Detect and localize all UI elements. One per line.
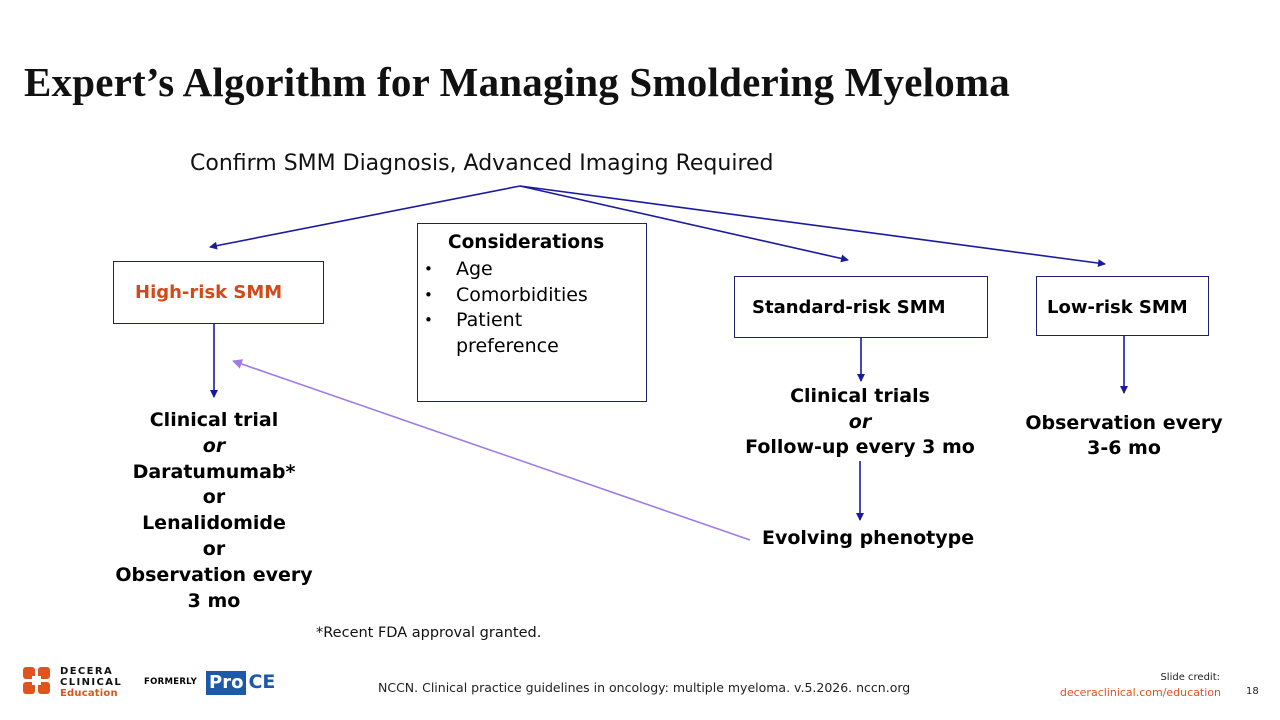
low-risk-option-interval: 3-6 mo — [1087, 436, 1161, 459]
proce-logo-pro: Pro — [206, 671, 247, 695]
low-risk-options: Observation every 3-6 mo — [1012, 411, 1236, 460]
logo-word-clinical: CLINICAL — [60, 677, 123, 688]
high-risk-option-daratumumab: Daratumumab* — [132, 460, 296, 483]
standard-risk-label: Standard-risk SMM — [752, 297, 946, 318]
arrow-root-to-high-risk — [209, 185, 521, 250]
considerations-item-comorbidities: Comorbidities — [424, 283, 644, 309]
high-risk-label: High-risk SMM — [135, 282, 283, 303]
standard-risk-option-clinical-trials: Clinical trials — [790, 385, 930, 407]
considerations-list: Age Comorbidities Patient preference — [424, 257, 644, 359]
slide-title: Expert’s Algorithm for Managing Smolderi… — [24, 59, 1010, 105]
standard-risk-option-follow-up: Follow-up every 3 mo — [745, 436, 975, 458]
high-risk-options: Clinical trial or Daratumumab* or Lenali… — [104, 408, 324, 614]
standard-risk-options: Clinical trials or Follow-up every 3 mo — [730, 384, 990, 461]
proce-logo-ce: CE — [248, 671, 276, 693]
logo-word-decera: DECERA — [60, 666, 114, 677]
evolving-phenotype-label: Evolving phenotype — [762, 527, 975, 549]
arrow-root-to-low-risk — [519, 185, 1106, 268]
logo-word-education: Education — [60, 688, 118, 699]
high-risk-box — [113, 261, 324, 324]
high-risk-or: or — [202, 537, 226, 560]
considerations-item-patient-preference: Patient preference — [424, 308, 644, 359]
high-risk-option-observation: Observation every — [115, 563, 313, 586]
high-risk-option-lenalidomide: Lenalidomide — [142, 512, 286, 535]
root-node-text: Confirm SMM Diagnosis, Advanced Imaging … — [190, 151, 774, 176]
arrow-evolving-to-high-risk — [232, 359, 751, 541]
citation: NCCN. Clinical practice guidelines in on… — [378, 680, 911, 695]
standard-risk-or: or — [848, 410, 872, 433]
decera-logo-mark-icon — [23, 667, 50, 694]
slide-credit-label: Slide credit: — [1160, 672, 1220, 683]
slide-number: 18 — [1246, 686, 1259, 697]
slide-credit-link[interactable]: deceraclinical.com/education — [1059, 686, 1221, 699]
high-risk-option-clinical-trial: Clinical trial — [149, 409, 279, 431]
considerations-item-age: Age — [424, 257, 644, 283]
standard-risk-box — [734, 276, 988, 338]
formerly-label: FORMERLY — [144, 677, 198, 687]
considerations-item-patient-line1: Patient — [456, 309, 523, 331]
low-risk-box — [1036, 276, 1209, 336]
considerations-title: Considerations — [448, 232, 605, 253]
low-risk-label: Low-risk SMM — [1047, 297, 1188, 318]
high-risk-or: or — [202, 434, 226, 457]
arrow-root-to-standard-risk — [519, 185, 849, 263]
considerations-item-patient-line2: preference — [456, 334, 559, 357]
high-risk-or: or — [202, 486, 226, 509]
low-risk-option-observation: Observation every — [1025, 412, 1223, 434]
high-risk-option-observation-interval: 3 mo — [187, 589, 241, 612]
decera-clinical-logo: DECERA CLINICAL Education — [22, 666, 142, 699]
footnote: *Recent FDA approval granted. — [316, 625, 542, 641]
